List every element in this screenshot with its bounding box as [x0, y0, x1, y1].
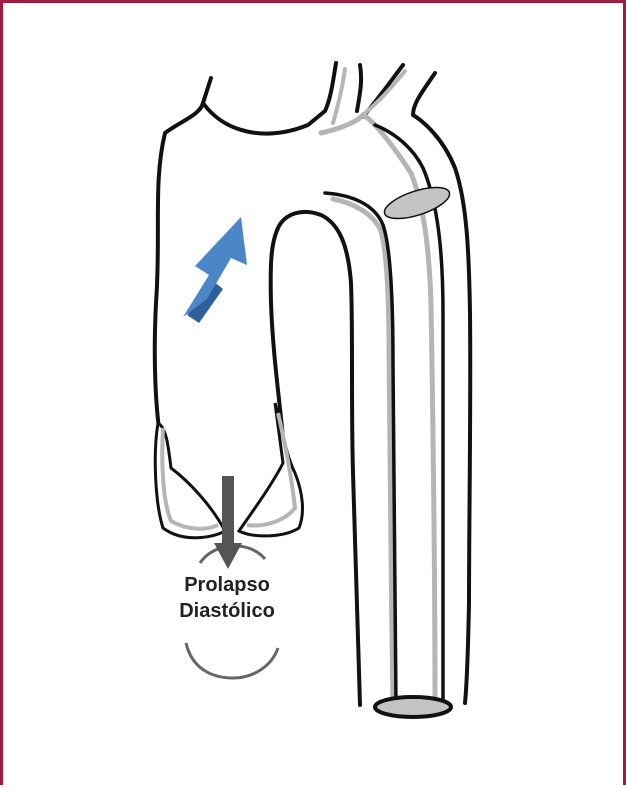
aortic-root-right-cusp	[239, 403, 302, 536]
aorta-diagram: Prolapso Diastólico	[3, 3, 626, 788]
aortic-root-left-cusp	[155, 423, 225, 538]
prolapse-arc-bottom	[186, 643, 278, 678]
blue-flow-arrow-icon	[183, 217, 247, 323]
prolapse-label-line-2: Diastólico	[179, 600, 275, 622]
descending-aorta-opening	[375, 697, 451, 717]
prolapse-label-line-1: Prolapso	[184, 574, 270, 596]
